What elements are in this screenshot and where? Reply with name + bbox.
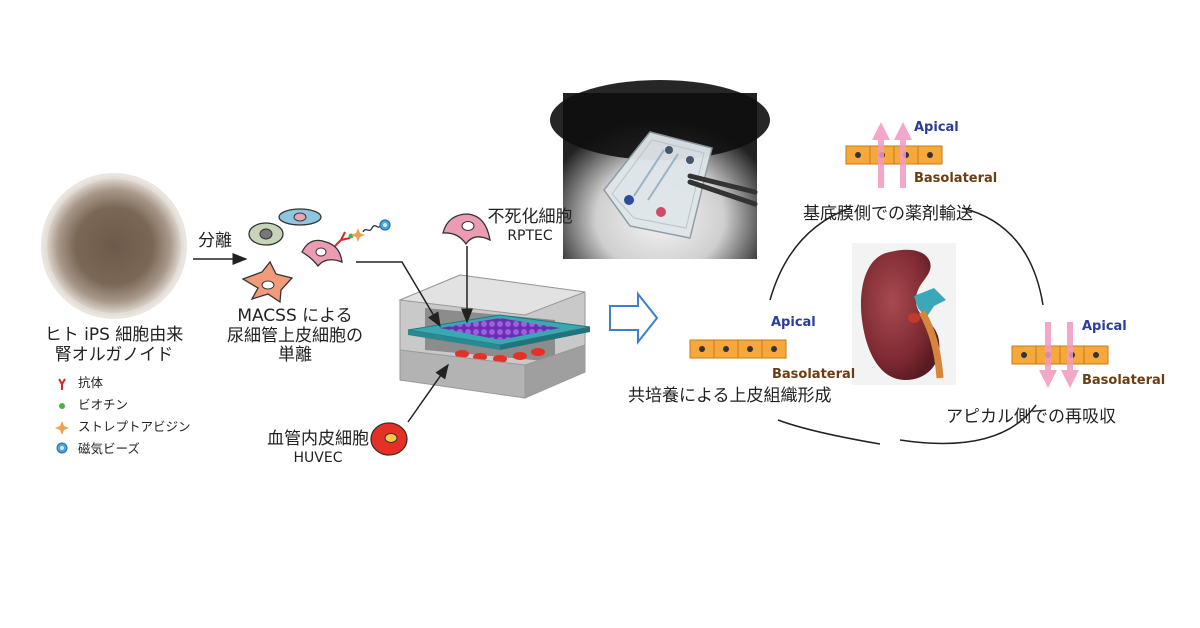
macss-label-line3: 単離 xyxy=(278,345,312,366)
organoid-image xyxy=(41,173,187,319)
macss-label: MACSS による 尿細管上皮細胞の 単離 xyxy=(205,306,385,366)
outcome-left-label: 共培養による上皮組織形成 xyxy=(628,386,832,406)
transport-up-arrows-icon xyxy=(872,122,912,188)
outcome-top-label: 基底膜側での薬剤輸送 xyxy=(803,204,973,224)
huvec-label-line2: HUVEC xyxy=(293,449,343,466)
rptec-label: 不死化細胞 RPTEC xyxy=(480,207,580,244)
magnetic-label-chain-icon xyxy=(334,219,391,247)
legend-antibody-icon xyxy=(58,378,66,390)
mixed-cells-icon xyxy=(241,208,343,304)
epithelium-right xyxy=(1011,345,1109,365)
epithelium-left xyxy=(689,339,787,359)
separation-label: 分離 xyxy=(198,231,232,251)
chip-photo-artwork xyxy=(550,80,770,259)
legend-item-antibody: 抗体 xyxy=(78,375,104,390)
legend-item-biotin: ビオチン xyxy=(78,397,129,412)
legend-biotin-icon xyxy=(59,403,65,409)
rptec-label-line1: 不死化細胞 xyxy=(487,207,573,227)
legend-streptavidin-icon xyxy=(55,421,69,435)
macss-pointer-line xyxy=(356,261,441,328)
legend-item-magnetic-bead: 磁気ビーズ xyxy=(78,441,140,456)
macss-label-line2: 尿細管上皮細胞の xyxy=(227,325,363,346)
apical-label-left: Apical xyxy=(771,315,816,330)
outcome-right-label: アピカル側での再吸収 xyxy=(946,407,1116,427)
result-arrow-icon xyxy=(609,291,659,345)
legend-item-streptavidin: ストレプトアビジン xyxy=(78,419,191,434)
huvec-cell-icon xyxy=(370,422,408,456)
epithelium-top xyxy=(845,145,943,165)
apical-label-right: Apical xyxy=(1082,319,1127,334)
basolateral-label-left: Basolateral xyxy=(772,367,856,382)
microfluidic-chip-device xyxy=(398,274,591,399)
organoid-label-line1: ヒト iPS 細胞由来 xyxy=(44,325,184,345)
apical-label-top: Apical xyxy=(914,120,959,135)
organoid-label-line2: 腎オルガノイド xyxy=(54,344,174,365)
legend-bead-icon xyxy=(56,442,68,454)
cycle-arcs xyxy=(769,207,1044,445)
huvec-label: 血管内皮細胞 HUVEC xyxy=(258,429,378,466)
huvec-pointer-line xyxy=(407,363,449,423)
macss-label-line1: MACSS による xyxy=(237,306,353,326)
rptec-cell-icon xyxy=(442,213,491,246)
basolateral-label-right: Basolateral xyxy=(1082,373,1166,388)
reabsorption-down-arrows-icon xyxy=(1039,322,1079,388)
organoid-label: ヒト iPS 細胞由来 腎オルガノイド xyxy=(24,325,204,365)
kidney-image xyxy=(852,243,956,385)
basolateral-label-top: Basolateral xyxy=(914,171,998,186)
rptec-label-line2: RPTEC xyxy=(507,227,553,244)
huvec-label-line1: 血管内皮細胞 xyxy=(267,429,369,449)
